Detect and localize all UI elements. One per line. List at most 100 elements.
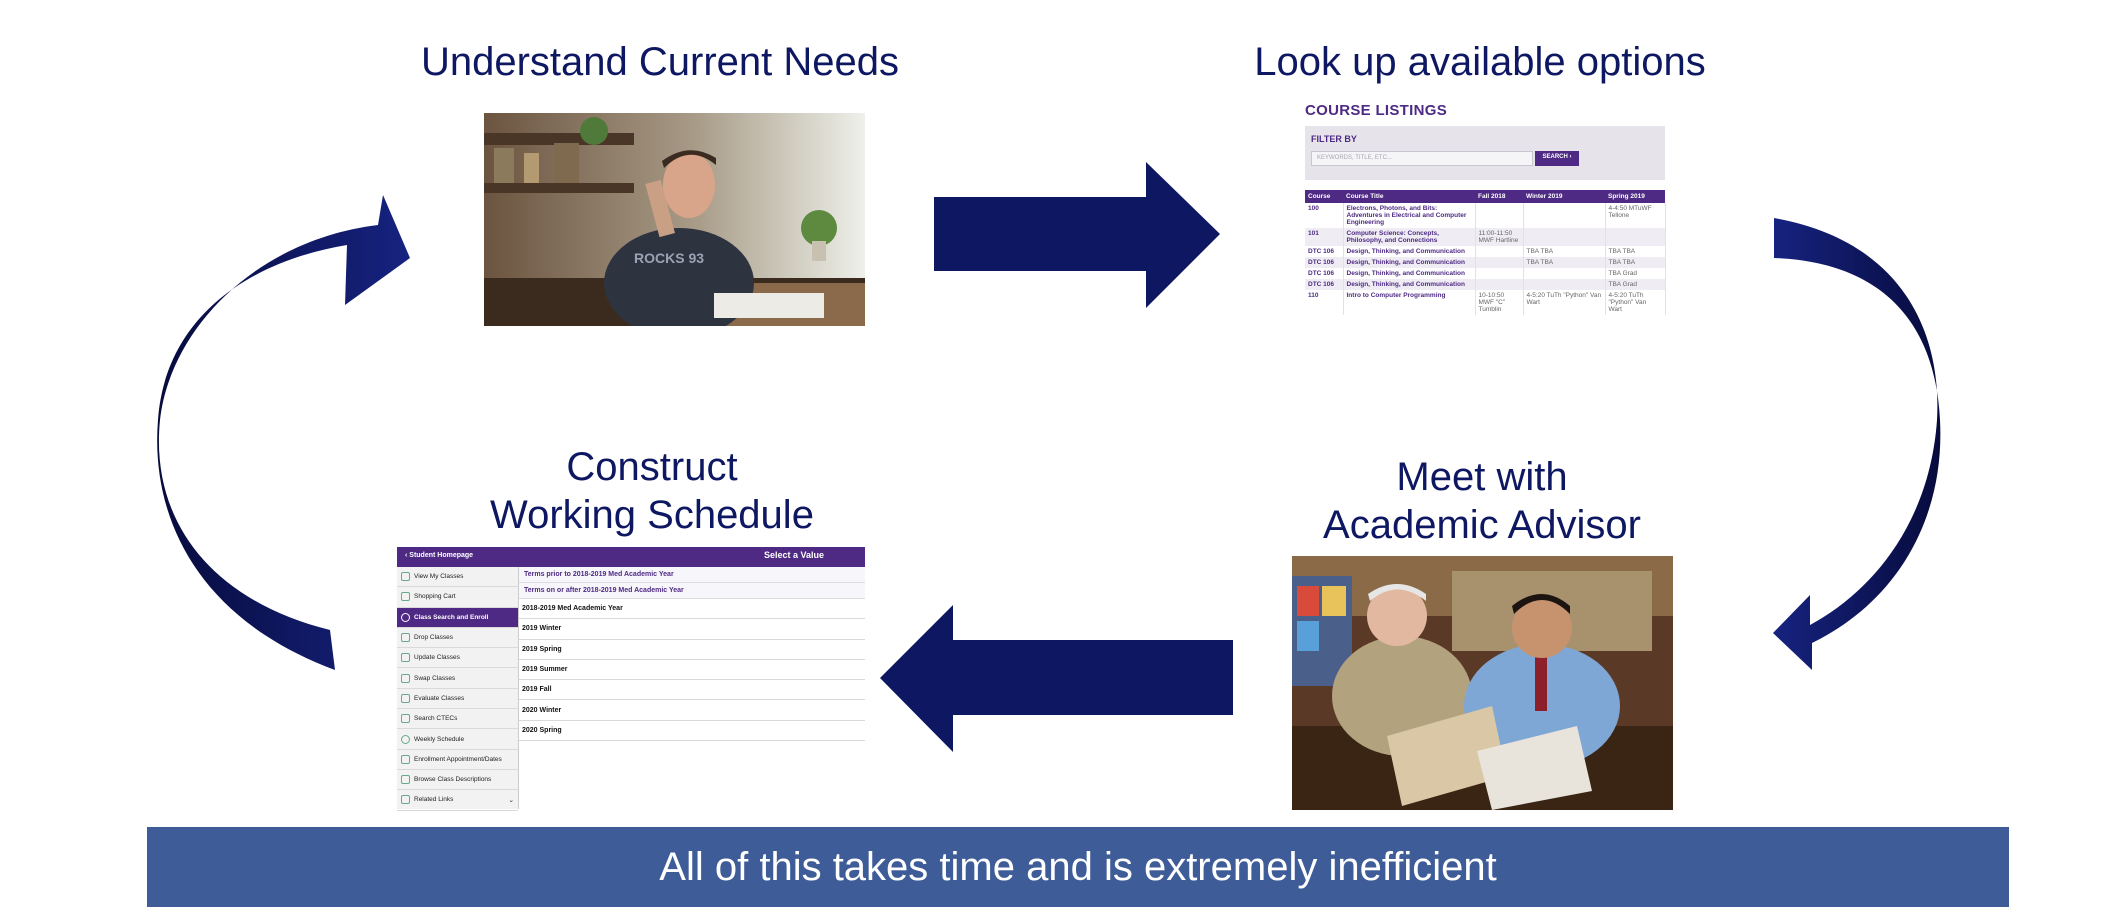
winter-cell: TBA TBA bbox=[1523, 257, 1606, 268]
spring-cell: TBA Grad bbox=[1605, 268, 1666, 279]
course-title-link[interactable]: Design, Thinking, and Communication bbox=[1343, 257, 1476, 268]
list-item[interactable]: 2018-2019 Med Academic Year bbox=[519, 599, 865, 620]
inefficiency-banner: All of this takes time and is extremely … bbox=[147, 827, 2009, 907]
course-table-header: Course Course Title Fall 2018 Winter 201… bbox=[1305, 190, 1665, 203]
fall-cell bbox=[1475, 279, 1524, 290]
keyword-search-input[interactable]: KEYWORDS, TITLE, ETC... bbox=[1311, 151, 1533, 166]
menu-label: Enrollment Appointment/Dates bbox=[414, 755, 502, 763]
calendar-icon bbox=[401, 572, 410, 582]
spring-cell bbox=[1605, 228, 1666, 246]
clock-icon bbox=[401, 734, 410, 744]
table-row[interactable]: DTC 106 Design, Thinking, and Communicat… bbox=[1305, 257, 1666, 268]
course-code[interactable]: DTC 106 bbox=[1305, 246, 1344, 257]
list-item[interactable]: 2019 Fall bbox=[519, 680, 865, 701]
table-row[interactable]: DTC 106 Design, Thinking, and Communicat… bbox=[1305, 279, 1666, 290]
menu-label: Search CTECs bbox=[414, 715, 458, 723]
menu-enrollment-dates[interactable]: Enrollment Appointment/Dates bbox=[397, 750, 518, 770]
menu-swap-classes[interactable]: Swap Classes bbox=[397, 668, 518, 689]
winter-cell bbox=[1523, 268, 1606, 279]
homepage-header: ‹ Student Homepage Select a Value bbox=[397, 547, 865, 567]
course-title-link[interactable]: Design, Thinking, and Communication bbox=[1343, 246, 1476, 257]
menu-label: Browse Class Descriptions bbox=[414, 776, 492, 784]
curved-arrow-up-icon bbox=[157, 195, 410, 670]
menu-label: Swap Classes bbox=[414, 674, 456, 682]
menu-label: Update Classes bbox=[414, 654, 460, 662]
menu-related-links[interactable]: Related Links ⌄ bbox=[397, 790, 518, 811]
menu-label: Drop Classes bbox=[414, 634, 454, 642]
table-row[interactable]: 101 Computer Science: Concepts, Philosop… bbox=[1305, 228, 1666, 246]
table-row[interactable]: 100 Electrons, Photons, and Bits: Advent… bbox=[1305, 203, 1666, 228]
arrow-right-icon bbox=[934, 162, 1220, 308]
table-row[interactable]: DTC 106 Design, Thinking, and Communicat… bbox=[1305, 246, 1666, 257]
col-spring: Spring 2019 bbox=[1605, 190, 1665, 203]
course-code[interactable]: DTC 106 bbox=[1305, 268, 1344, 279]
course-code[interactable]: DTC 106 bbox=[1305, 279, 1344, 290]
menu-update-classes[interactable]: Update Classes bbox=[397, 648, 518, 669]
spring-cell: 4-4:50 MTuWF Tellone bbox=[1605, 203, 1666, 228]
course-title-link[interactable]: Design, Thinking, and Communication bbox=[1343, 279, 1476, 290]
course-title-link[interactable]: Design, Thinking, and Communication bbox=[1343, 268, 1476, 279]
chevron-down-icon: ⌄ bbox=[508, 796, 514, 804]
spring-cell: TBA TBA bbox=[1605, 246, 1666, 257]
course-title-link[interactable]: Intro to Computer Programming bbox=[1343, 290, 1476, 315]
step-meet-title: Meet with Academic Advisor bbox=[1182, 453, 1782, 549]
calendar-grid-icon bbox=[401, 754, 410, 764]
table-row[interactable]: DTC 106 Design, Thinking, and Communicat… bbox=[1305, 268, 1666, 279]
winter-cell bbox=[1523, 203, 1606, 228]
course-code[interactable]: 100 bbox=[1305, 203, 1344, 228]
course-table: Course Course Title Fall 2018 Winter 201… bbox=[1305, 190, 1666, 315]
svg-text:ROCKS 93: ROCKS 93 bbox=[634, 250, 704, 266]
fall-cell bbox=[1475, 268, 1524, 279]
back-link[interactable]: ‹ Student Homepage bbox=[405, 552, 474, 559]
term-group-after[interactable]: Terms on or after 2018-2019 Med Academic… bbox=[519, 583, 865, 599]
menu-class-search-enroll[interactable]: Class Search and Enroll bbox=[397, 607, 518, 628]
link-icon bbox=[401, 795, 410, 805]
student-homepage-panel: ‹ Student Homepage Select a Value View M… bbox=[397, 547, 865, 811]
search-icon bbox=[401, 612, 410, 622]
student-menu: View My Classes Shopping Cart Class Sear… bbox=[397, 567, 519, 811]
step-meet-line1: Meet with bbox=[1396, 455, 1568, 499]
step-lookup-title: Look up available options bbox=[1254, 40, 1706, 84]
course-code[interactable]: 110 bbox=[1305, 290, 1344, 315]
menu-evaluate-classes[interactable]: Evaluate Classes bbox=[397, 689, 518, 710]
list-item[interactable]: 2019 Winter bbox=[519, 619, 865, 640]
spring-cell: TBA Grad bbox=[1605, 279, 1666, 290]
pencil-icon bbox=[401, 693, 410, 703]
course-code[interactable]: 101 bbox=[1305, 228, 1344, 246]
fall-cell: 11:00-11:50 MWF Hartline bbox=[1475, 228, 1524, 246]
course-title-link[interactable]: Electrons, Photons, and Bits: Adventures… bbox=[1343, 203, 1476, 228]
list-item[interactable]: 2020 Winter bbox=[519, 700, 865, 721]
course-listings-panel: COURSE LISTINGS FILTER BY KEYWORDS, TITL… bbox=[1305, 100, 1666, 375]
menu-view-my-classes[interactable]: View My Classes bbox=[397, 567, 518, 588]
spring-cell: 4-5:20 TuTh "Python" Van Wart bbox=[1605, 290, 1666, 315]
menu-search-ctecs[interactable]: Search CTECs bbox=[397, 709, 518, 730]
cart-icon bbox=[401, 592, 410, 602]
spring-cell: TBA TBA bbox=[1605, 257, 1666, 268]
menu-label: View My Classes bbox=[414, 573, 464, 581]
table-row[interactable]: 110 Intro to Computer Programming 10-10:… bbox=[1305, 290, 1666, 315]
winter-cell bbox=[1523, 228, 1606, 246]
student-thinking-photo: ROCKS 93 bbox=[484, 113, 865, 326]
menu-label: Related Links bbox=[414, 796, 454, 804]
chart-icon bbox=[401, 714, 410, 724]
menu-label: Evaluate Classes bbox=[414, 694, 465, 702]
list-item[interactable]: 2019 Summer bbox=[519, 660, 865, 681]
winter-cell: 4-5:20 TuTh "Python" Van Wart bbox=[1523, 290, 1606, 315]
course-title-link[interactable]: Computer Science: Concepts, Philosophy, … bbox=[1343, 228, 1476, 246]
swap-icon bbox=[401, 673, 410, 683]
fall-cell bbox=[1475, 246, 1524, 257]
menu-drop-classes[interactable]: Drop Classes bbox=[397, 628, 518, 649]
course-code[interactable]: DTC 106 bbox=[1305, 257, 1344, 268]
search-button[interactable]: SEARCH › bbox=[1535, 151, 1579, 166]
col-course-title: Course Title bbox=[1343, 190, 1475, 203]
menu-shopping-cart[interactable]: Shopping Cart bbox=[397, 587, 518, 608]
fall-cell: 10-10:50 MWF "C" Tumblin bbox=[1475, 290, 1524, 315]
list-item[interactable]: 2019 Spring bbox=[519, 640, 865, 660]
menu-label: Class Search and Enroll bbox=[414, 613, 489, 621]
list-item[interactable]: 2020 Spring bbox=[519, 721, 865, 742]
menu-browse-descriptions[interactable]: Browse Class Descriptions bbox=[397, 770, 518, 791]
step-construct-title: Construct Working Schedule bbox=[352, 443, 952, 539]
menu-weekly-schedule[interactable]: Weekly Schedule bbox=[397, 729, 518, 750]
term-group-prior[interactable]: Terms prior to 2018-2019 Med Academic Ye… bbox=[519, 567, 865, 583]
course-listings-title: COURSE LISTINGS bbox=[1305, 102, 1448, 119]
